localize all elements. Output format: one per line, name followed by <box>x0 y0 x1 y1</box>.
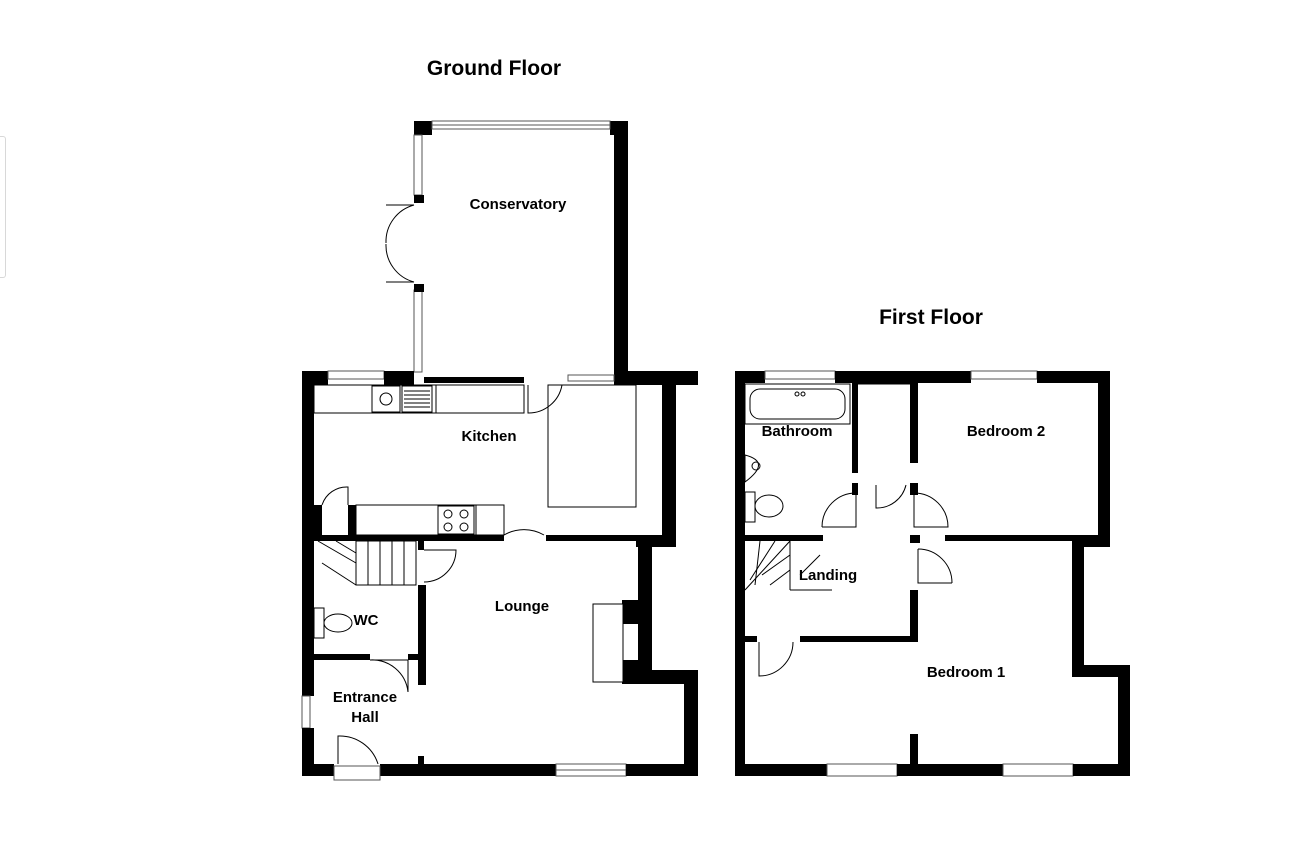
bathroom-window <box>764 370 836 380</box>
bedroom1-window-right <box>1002 763 1074 777</box>
bedroom1-label: Bedroom 1 <box>927 664 1005 681</box>
kitchen-units <box>313 384 637 536</box>
ground-doors <box>321 384 563 781</box>
wc-toilet-icon <box>313 607 353 639</box>
conservatory-door-arc-upper <box>385 204 415 244</box>
bathroom-toilet-icon <box>744 491 756 523</box>
conservatory-window-left-upper <box>413 134 423 196</box>
kitchen-window <box>327 370 385 380</box>
first-interior-walls <box>745 382 1098 766</box>
hob-icon <box>437 505 475 535</box>
landing-label: Landing <box>799 567 857 584</box>
bathroom-label: Bathroom <box>762 423 833 440</box>
bathroom-fittings <box>744 383 851 523</box>
conservatory-label: Conservatory <box>470 196 567 213</box>
lounge-label: Lounge <box>495 598 549 615</box>
first-floor: First Floor <box>735 306 1130 777</box>
conservatory-walls <box>385 120 628 373</box>
first-stairs <box>744 540 832 591</box>
ground-floor-title: Ground Floor <box>427 57 561 80</box>
first-floor-walls <box>735 370 1130 777</box>
kitchen-sink-icon <box>371 385 401 413</box>
bedroom2-window <box>970 370 1038 380</box>
bedroom1-window-left <box>826 763 898 777</box>
ground-floor-walls <box>301 370 698 777</box>
kitchen-label: Kitchen <box>461 428 516 445</box>
hall-window <box>301 695 311 729</box>
wc-label: WC <box>354 612 379 629</box>
entrance-hall-label-line2: Hall <box>351 709 379 726</box>
first-floor-title: First Floor <box>879 306 983 329</box>
ground-stairs <box>317 540 417 586</box>
ground-floor: Ground Floor <box>301 57 698 781</box>
first-doors <box>758 484 953 677</box>
conservatory-window-left-lower <box>413 289 423 373</box>
side-panel-tab[interactable] <box>0 136 6 278</box>
front-door-step <box>333 765 381 781</box>
bedroom2-label: Bedroom 2 <box>967 423 1045 440</box>
ground-interior-walls <box>314 505 638 766</box>
entrance-hall-label-line1: Entrance <box>333 689 397 706</box>
basin-icon <box>744 454 759 483</box>
